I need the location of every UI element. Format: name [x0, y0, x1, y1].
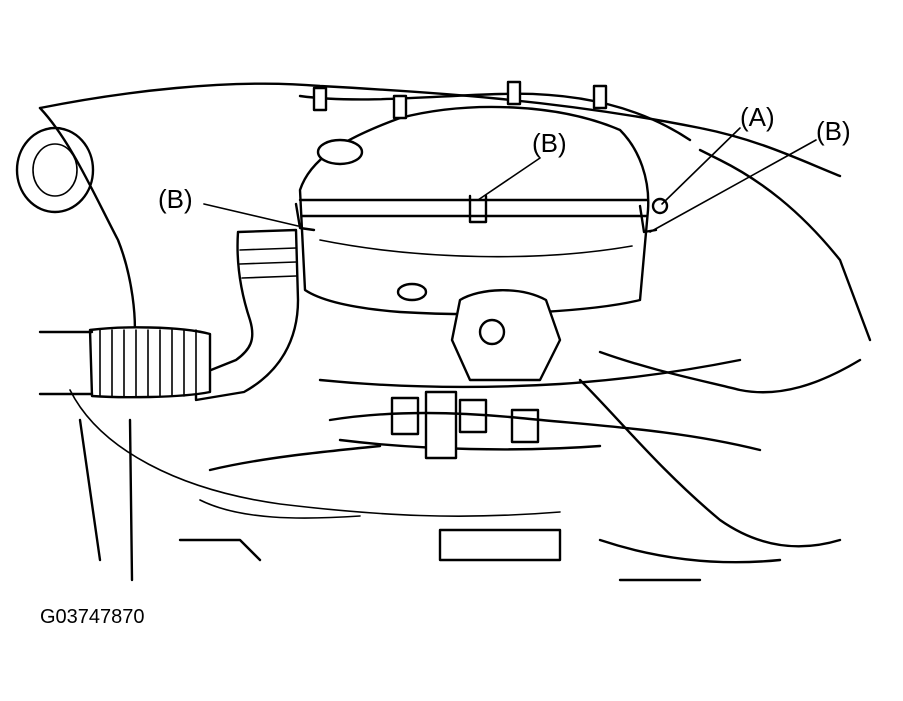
intake-duct [194, 228, 300, 402]
harness-clip-3 [506, 80, 522, 106]
engine-block-outline [318, 358, 742, 451]
leader-b-center [477, 157, 541, 201]
clip-left [294, 202, 316, 232]
throttle-body [450, 289, 562, 382]
oil-cap [396, 282, 428, 302]
vacuum-hose-1 [328, 411, 762, 452]
harness-line-1 [69, 389, 561, 517]
strut-tower [15, 126, 95, 214]
bellows-hose [88, 326, 212, 399]
lower-frame-left [78, 418, 134, 582]
air-cleaner-box [298, 105, 650, 316]
top-harness [298, 92, 692, 142]
filler-cap [316, 138, 364, 166]
fitting-2 [424, 390, 458, 460]
lower-frame-center [178, 528, 562, 562]
right-panel [698, 148, 872, 342]
air-cleaner-lid-seam [298, 198, 650, 218]
strut-tower-inner [32, 143, 78, 197]
intake-pipe [38, 330, 94, 396]
harness-clip-2 [392, 94, 408, 120]
right-hose-2 [578, 378, 842, 548]
figure-code: G03747870 [40, 606, 145, 628]
harness-line-2 [199, 499, 361, 519]
throttle-bolt [478, 318, 506, 346]
clip-center [468, 194, 488, 224]
fitting-1 [390, 396, 420, 436]
fitting-4 [510, 408, 540, 444]
lower-frame-right [598, 538, 782, 582]
clip-a [651, 197, 669, 215]
leader-b-right [649, 139, 817, 233]
leader-b-left [203, 203, 299, 227]
callout-b-center: (B) [532, 128, 567, 158]
harness-clip-1 [312, 86, 328, 112]
callout-b-right: (B) [816, 116, 851, 146]
callout-b-left: (B) [158, 184, 193, 214]
right-hose [598, 350, 862, 394]
callout-a: (A) [740, 102, 775, 132]
bellows-ribs [99, 329, 197, 397]
air-cleaner-lower [319, 239, 633, 258]
fender-outline [38, 106, 137, 362]
leader-a [661, 127, 741, 205]
vacuum-hose-2 [208, 444, 382, 472]
duct-rings [239, 247, 297, 279]
harness-clip-4 [592, 84, 608, 110]
